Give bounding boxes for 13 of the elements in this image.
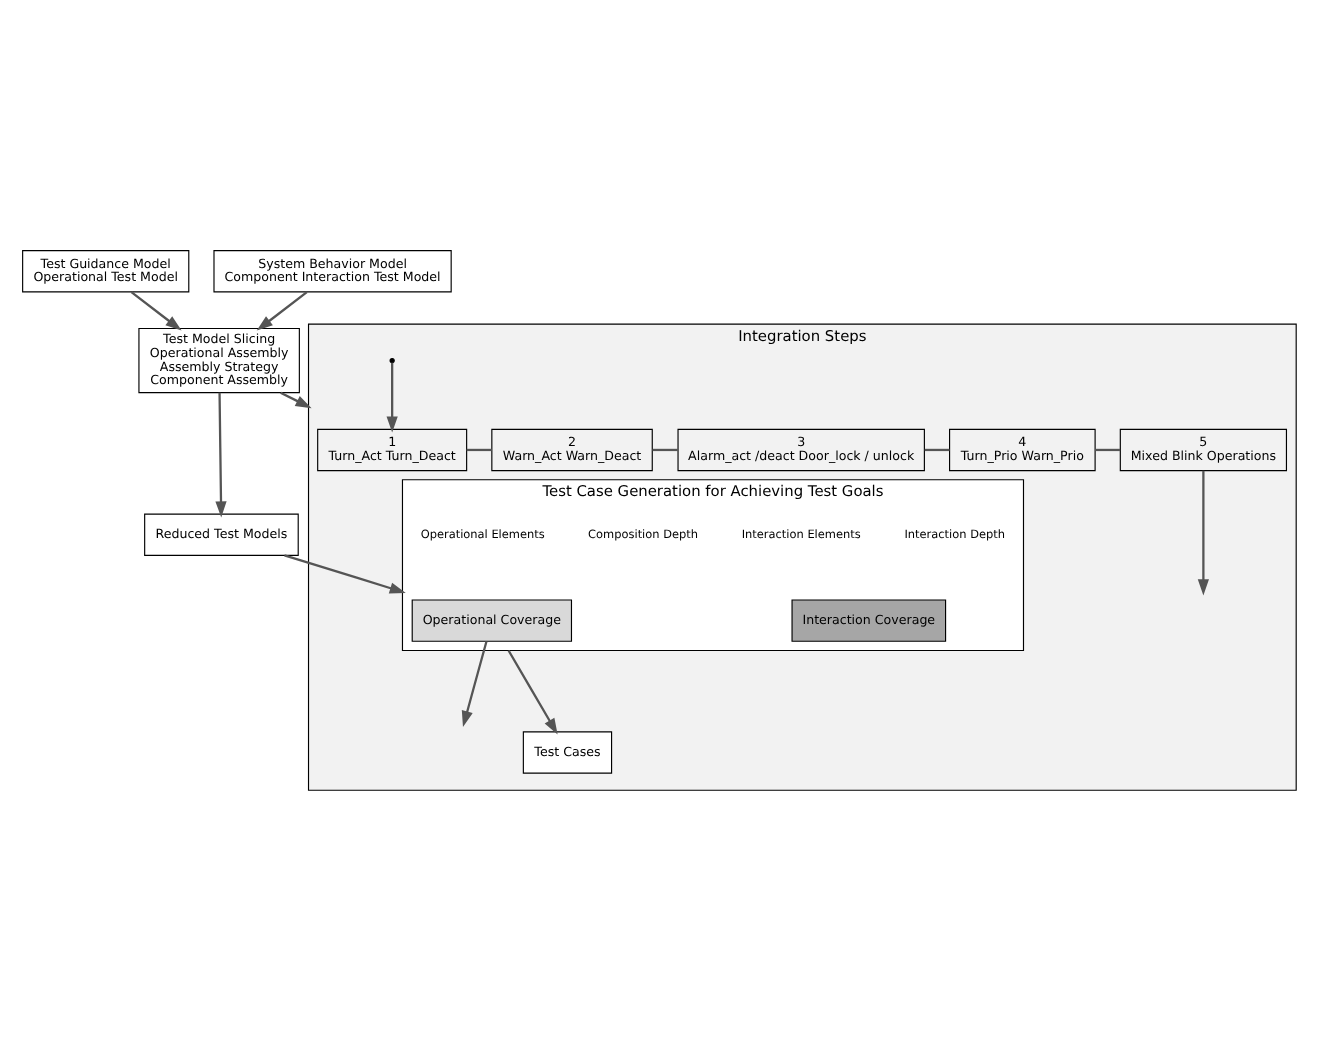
arrow xyxy=(256,290,308,330)
arrow xyxy=(386,361,398,432)
arrow xyxy=(280,390,312,408)
arrow xyxy=(215,391,227,517)
arrow xyxy=(507,648,558,734)
connector xyxy=(924,447,950,451)
arrow xyxy=(1197,469,1209,595)
connector xyxy=(466,447,492,451)
arrow xyxy=(284,553,406,593)
connector xyxy=(652,447,678,451)
arrow xyxy=(461,640,488,727)
arrow xyxy=(130,290,182,330)
connector xyxy=(1095,447,1121,451)
